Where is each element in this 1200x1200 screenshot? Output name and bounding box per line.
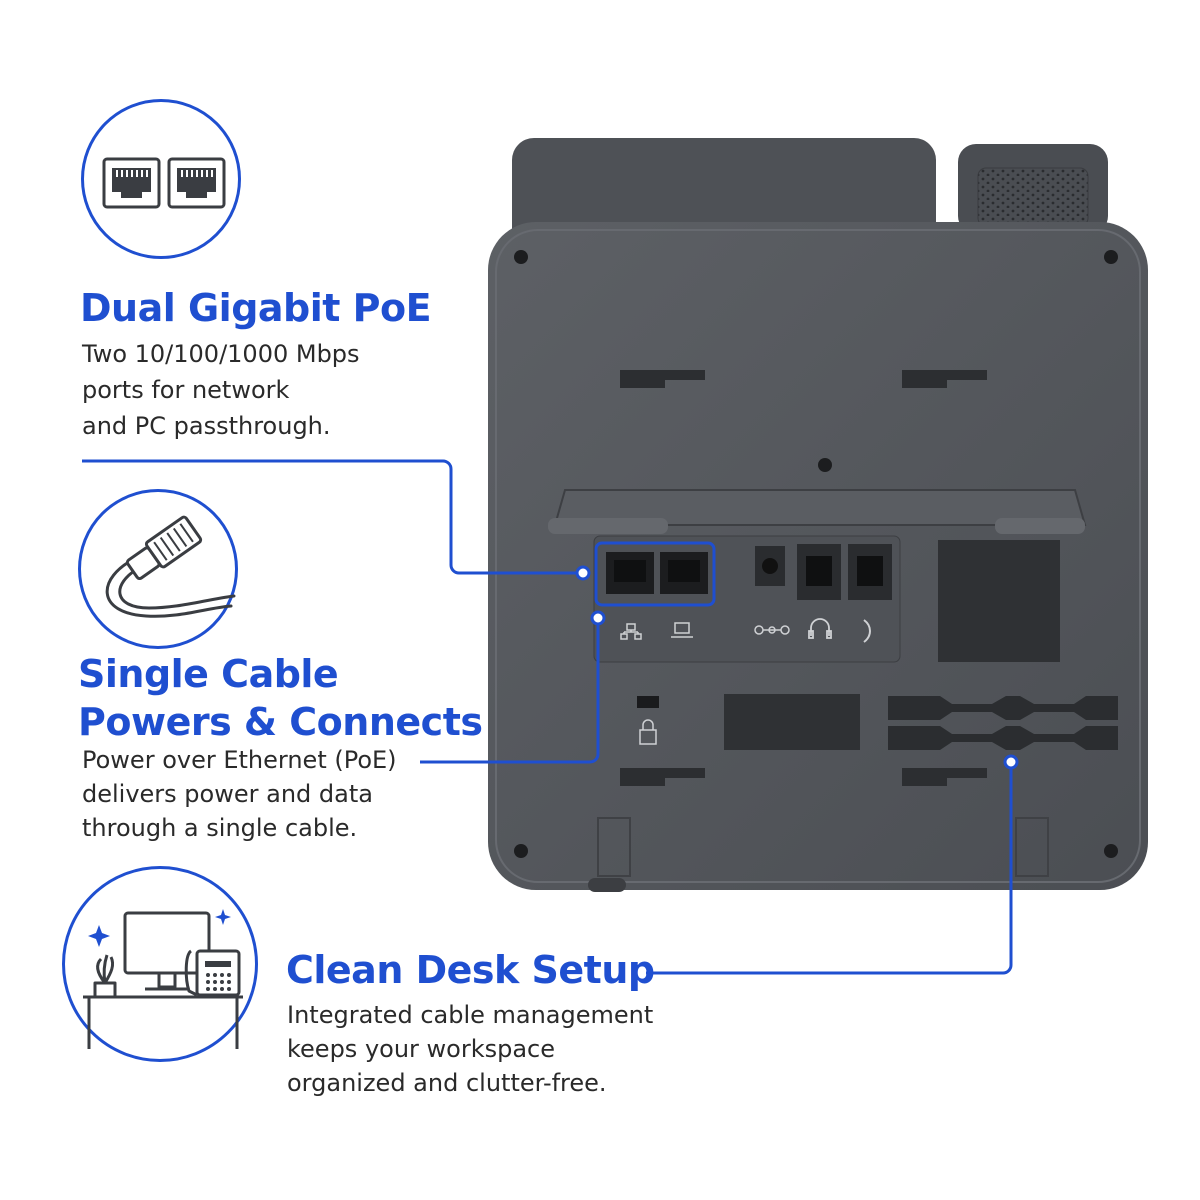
kensington-slot [637, 696, 659, 708]
feature-title-poe-line2: Powers & Connects [78, 700, 483, 744]
callout-line-cable-mgmt [646, 762, 1013, 975]
mount-slot [902, 370, 987, 388]
cable-channel [888, 726, 1118, 750]
screw [818, 458, 832, 472]
label-recess [938, 540, 1060, 662]
foot-clip [597, 817, 631, 877]
feature-description-poe: Power over Ethernet (PoE) delivers power… [82, 746, 397, 842]
feature-description-desk: Integrated cable management keeps your w… [287, 1001, 654, 1097]
label-recess [724, 694, 860, 750]
ethernet-cable-icon [78, 489, 238, 649]
callout-dots [575, 565, 1019, 770]
screw [1104, 250, 1118, 264]
mount-slot [620, 768, 705, 786]
feature-title-desk: Clean Desk Setup [286, 948, 655, 992]
pc-port-icon [671, 622, 693, 638]
ethernet-ports-icon [81, 99, 241, 259]
feature-description-ports: Two 10/100/1000 Mbps ports for network a… [82, 340, 360, 440]
mount-slot [902, 768, 987, 786]
screw [514, 844, 528, 858]
feature-title-poe-line1: Single Cable [78, 652, 339, 696]
feature-title-ports: Dual Gigabit PoE [80, 286, 432, 330]
cable-channel [888, 696, 1118, 720]
kensington-lock-icon [639, 719, 657, 745]
dc-power-icon [754, 625, 790, 635]
handset-speaker-grill [977, 167, 1089, 227]
network-port-icon [620, 623, 642, 640]
desk-workspace-icon [62, 866, 258, 1062]
ports-highlight-box [594, 541, 716, 607]
headset-icon [808, 618, 832, 639]
screw [1104, 844, 1118, 858]
callout-line-ports [82, 459, 580, 575]
screw [514, 250, 528, 264]
foot-clip [1015, 817, 1049, 877]
feature-title-poe: Single Cable Powers & Connects [78, 650, 483, 746]
callout-lines [82, 459, 1013, 975]
callout-line-poe [420, 618, 600, 764]
handset-icon [863, 619, 871, 643]
mount-slot [620, 370, 705, 388]
